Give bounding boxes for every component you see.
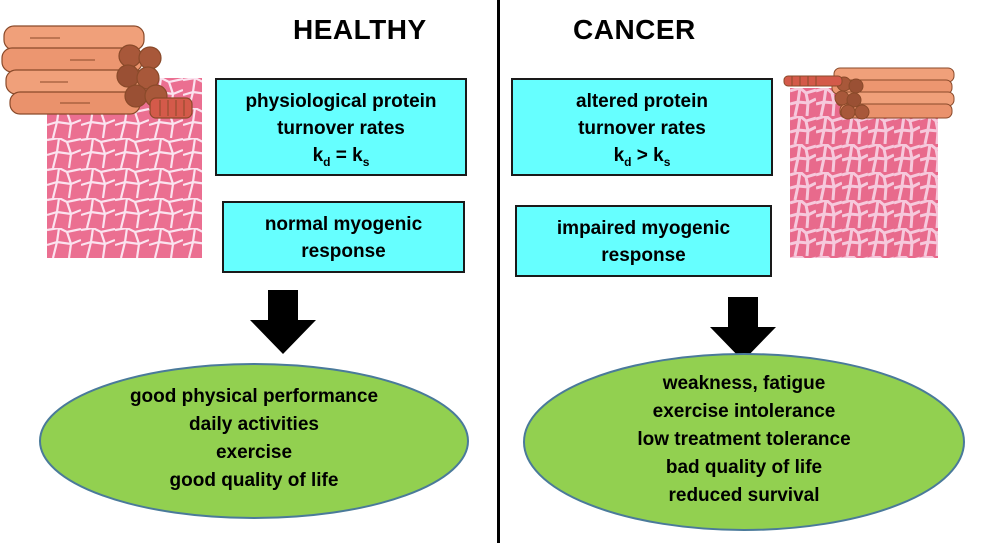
healthy-outcome-item: daily activities bbox=[189, 414, 319, 435]
muscle-fiber-bundle-icon bbox=[1, 25, 193, 119]
cancer-outcome-item: reduced survival bbox=[668, 485, 820, 506]
muscle-fiber-bundle-icon bbox=[783, 67, 955, 120]
healthy-turnover-line2: turnover rates bbox=[277, 118, 405, 139]
healthy-rate-equation: kd = ks bbox=[312, 145, 370, 169]
healthy-outcome-item: good physical performance bbox=[129, 386, 379, 407]
cancer-turnover-box: altered protein turnover rates kd > ks bbox=[511, 78, 773, 176]
healthy-myogenic-line1: normal myogenic bbox=[264, 214, 423, 235]
cancer-myogenic-line2: response bbox=[601, 245, 686, 266]
healthy-myogenic-line2: response bbox=[301, 241, 386, 262]
cancer-outcome-item: weakness, fatigue bbox=[662, 373, 826, 394]
cancer-rate-equation: kd > ks bbox=[613, 145, 671, 169]
healthy-outcome-item: exercise bbox=[215, 442, 293, 463]
healthy-outcome-item: good quality of life bbox=[169, 470, 339, 491]
healthy-title: HEALTHY bbox=[293, 14, 427, 45]
healthy-turnover-box: physiological protein turnover rates kd … bbox=[215, 78, 467, 176]
healthy-outcomes-ellipse: good physical performance daily activiti… bbox=[38, 362, 470, 520]
cancer-turnover-line1: altered protein bbox=[576, 91, 708, 112]
cancer-outcome-item: bad quality of life bbox=[665, 457, 823, 478]
cancer-outcomes-ellipse: weakness, fatigue exercise intolerance l… bbox=[522, 352, 966, 532]
healthy-turnover-line1: physiological protein bbox=[245, 91, 437, 112]
cancer-turnover-line2: turnover rates bbox=[578, 118, 706, 139]
down-arrow-icon bbox=[250, 290, 316, 354]
center-divider bbox=[497, 0, 500, 543]
cancer-title: CANCER bbox=[573, 14, 696, 45]
cancer-myogenic-line1: impaired myogenic bbox=[556, 218, 731, 239]
down-arrow-icon bbox=[710, 297, 776, 361]
cancer-outcome-item: exercise intolerance bbox=[652, 401, 836, 422]
cancer-outcome-item: low treatment tolerance bbox=[637, 429, 851, 450]
healthy-myogenic-box: normal myogenic response bbox=[222, 201, 465, 273]
cancer-myogenic-box: impaired myogenic response bbox=[515, 205, 772, 277]
